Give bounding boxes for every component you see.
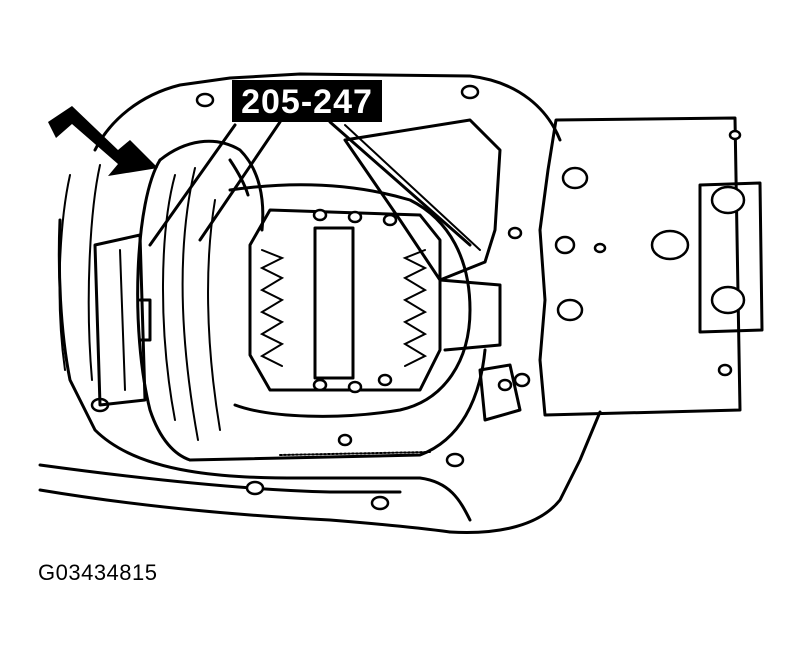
cover-plate	[538, 116, 764, 417]
tool-number-label: 205-247	[241, 83, 373, 121]
direction-arrow-icon	[48, 106, 158, 176]
tool-callout: 205-247	[232, 80, 382, 122]
side-gear-window	[248, 208, 442, 447]
housing-flange	[38, 72, 602, 534]
figure-id-label: G03434815	[38, 560, 158, 585]
bolt-holes	[90, 84, 531, 511]
axle-stub	[93, 233, 152, 407]
tool-205-247	[148, 120, 481, 251]
differential-case	[136, 139, 487, 462]
bearing-cap	[343, 118, 523, 422]
